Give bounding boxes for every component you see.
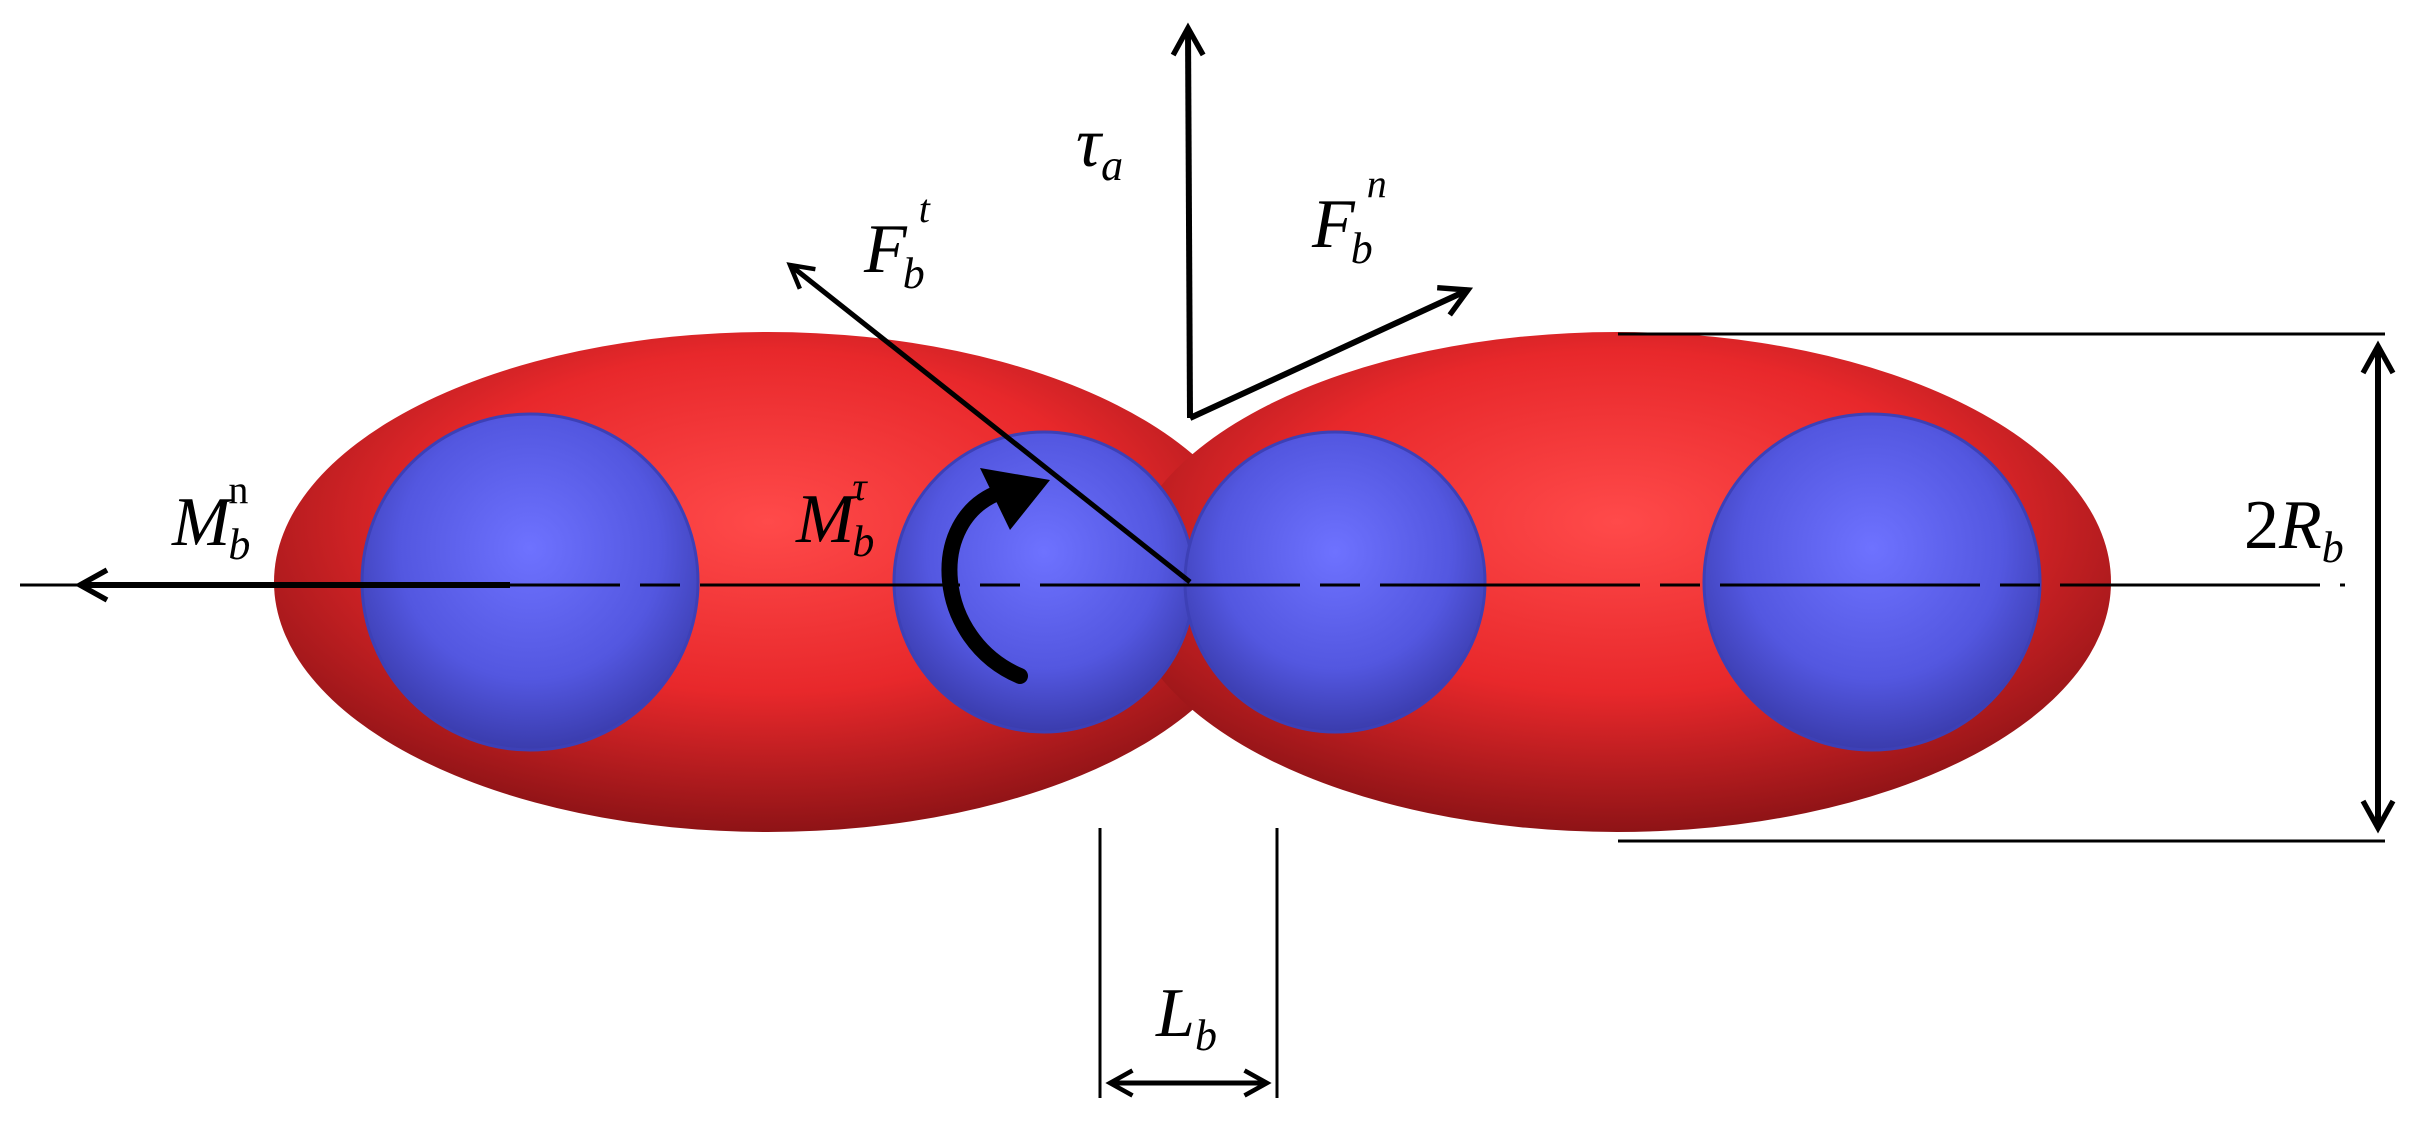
label-diameter: 2Rb [2244, 487, 2344, 572]
moment-curved-arrow [941, 484, 1028, 684]
force-normal-arrow [1188, 284, 1474, 421]
label-moment-normal: Mbn [171, 467, 250, 569]
tau-arrow [1170, 22, 1206, 419]
sphere-center-right [1183, 430, 1487, 734]
label-force-normal: Fbn [1311, 161, 1387, 273]
label-moment-tangential: Mbτ [795, 464, 874, 566]
sphere-center-left [892, 430, 1196, 734]
force-tangential-arrow [786, 262, 1192, 584]
moment-arrowhead [980, 468, 1050, 530]
label-bond-length: Lb [1155, 975, 1217, 1060]
sphere-far-right [1702, 412, 2042, 752]
label-tau: τa [1076, 105, 1123, 190]
label-force-tangential: Fbt [863, 186, 931, 298]
